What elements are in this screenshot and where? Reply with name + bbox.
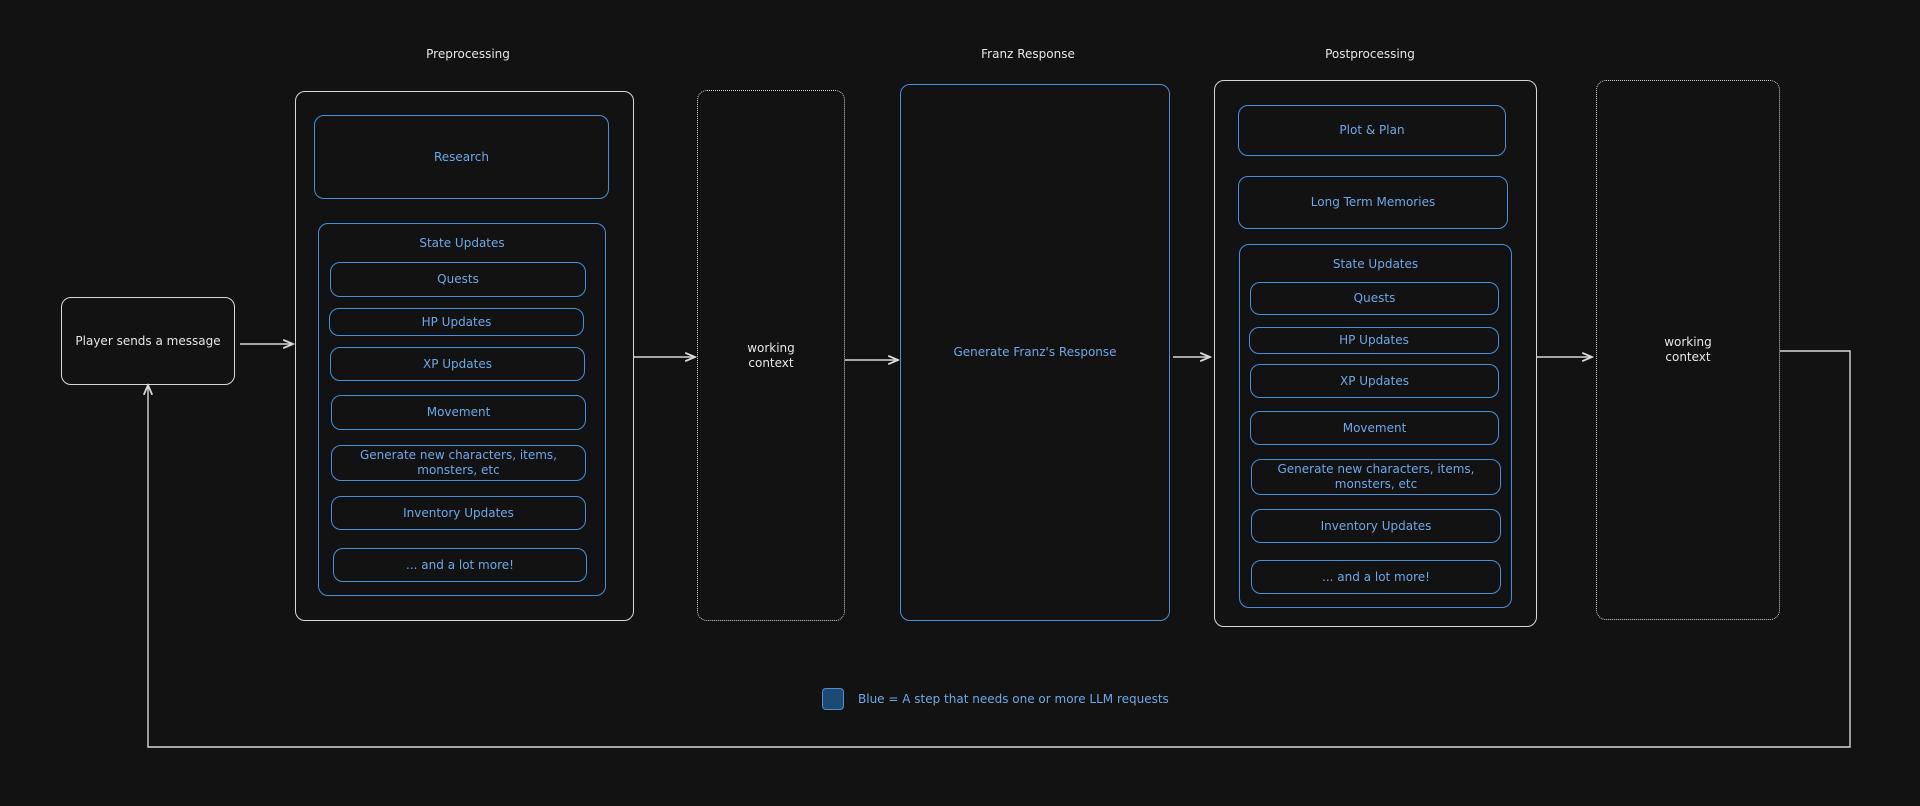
post-inventory-label: Inventory Updates	[1320, 518, 1432, 533]
postprocessing-container	[1214, 80, 1537, 627]
post-inventory-node: Inventory Updates	[1251, 509, 1501, 543]
pre-movement-label: Movement	[426, 405, 491, 419]
working-context-label-1: working context	[747, 340, 795, 370]
working-context-node-1: working context	[697, 90, 845, 621]
post-long-term-node: Long Term Memories	[1238, 176, 1508, 229]
pre-hp-updates-node: HP Updates	[329, 308, 584, 336]
pre-inventory-node: Inventory Updates	[331, 496, 586, 530]
franz-response-label: Generate Franz's Response	[953, 345, 1117, 359]
pre-xp-updates-label: XP Updates	[423, 356, 492, 371]
post-movement-node: Movement	[1250, 411, 1499, 445]
pre-more-node: ... and a lot more!	[333, 548, 587, 582]
player-message-node: Player sends a message	[61, 297, 235, 385]
post-plot-plan-node: Plot & Plan	[1238, 105, 1506, 156]
working-context-label-2: working context	[1664, 335, 1712, 364]
feedback-loop-line	[148, 350, 1851, 748]
post-generate-label: Generate new characters, items, monsters…	[1277, 462, 1475, 491]
pre-generate-node: Generate new characters, items, monsters…	[331, 445, 586, 481]
post-hp-updates-label: HP Updates	[1339, 333, 1409, 347]
post-xp-updates-label: XP Updates	[1340, 373, 1409, 388]
pre-research-label: Research	[433, 149, 490, 164]
legend-swatch	[822, 688, 844, 710]
post-hp-updates-node: HP Updates	[1249, 327, 1499, 354]
pre-xp-updates-node: XP Updates	[330, 347, 585, 381]
post-long-term-label: Long Term Memories	[1310, 195, 1436, 209]
post-movement-label: Movement	[1342, 420, 1407, 435]
pre-state-updates-group: State Updates	[318, 223, 606, 596]
post-quests-node: Quests	[1250, 282, 1499, 315]
franz-response-title: Franz Response	[981, 47, 1075, 61]
pre-hp-updates-label: HP Updates	[421, 314, 492, 329]
post-more-node: ... and a lot more!	[1251, 560, 1501, 594]
pre-state-updates-label: State Updates	[419, 236, 505, 250]
postprocessing-title: Postprocessing	[1325, 47, 1415, 61]
player-message-label: Player sends a message	[75, 333, 221, 348]
post-more-label: ... and a lot more!	[1322, 569, 1430, 584]
post-state-updates-label: State Updates	[1332, 257, 1419, 271]
preprocessing-container	[295, 91, 634, 621]
post-generate-node: Generate new characters, items, monsters…	[1251, 459, 1501, 495]
pre-generate-label: Generate new characters, items, monsters…	[360, 448, 557, 477]
pre-quests-label: Quests	[437, 272, 479, 286]
legend-label: Blue = A step that needs one or more LLM…	[858, 692, 1169, 706]
post-quests-label: Quests	[1353, 291, 1396, 305]
pre-inventory-label: Inventory Updates	[403, 505, 514, 520]
pre-movement-node: Movement	[331, 395, 586, 430]
pre-more-label: ... and a lot more!	[406, 557, 514, 572]
pre-quests-node: Quests	[330, 262, 586, 297]
post-plot-plan-label: Plot & Plan	[1339, 123, 1405, 137]
post-xp-updates-node: XP Updates	[1250, 364, 1499, 398]
franz-response-node: Generate Franz's Response	[900, 84, 1170, 621]
pre-research-node: Research	[314, 115, 609, 199]
working-context-node-2: working context	[1596, 80, 1780, 620]
preprocessing-title: Preprocessing	[426, 47, 510, 61]
post-state-updates-group: State Updates	[1239, 244, 1512, 608]
